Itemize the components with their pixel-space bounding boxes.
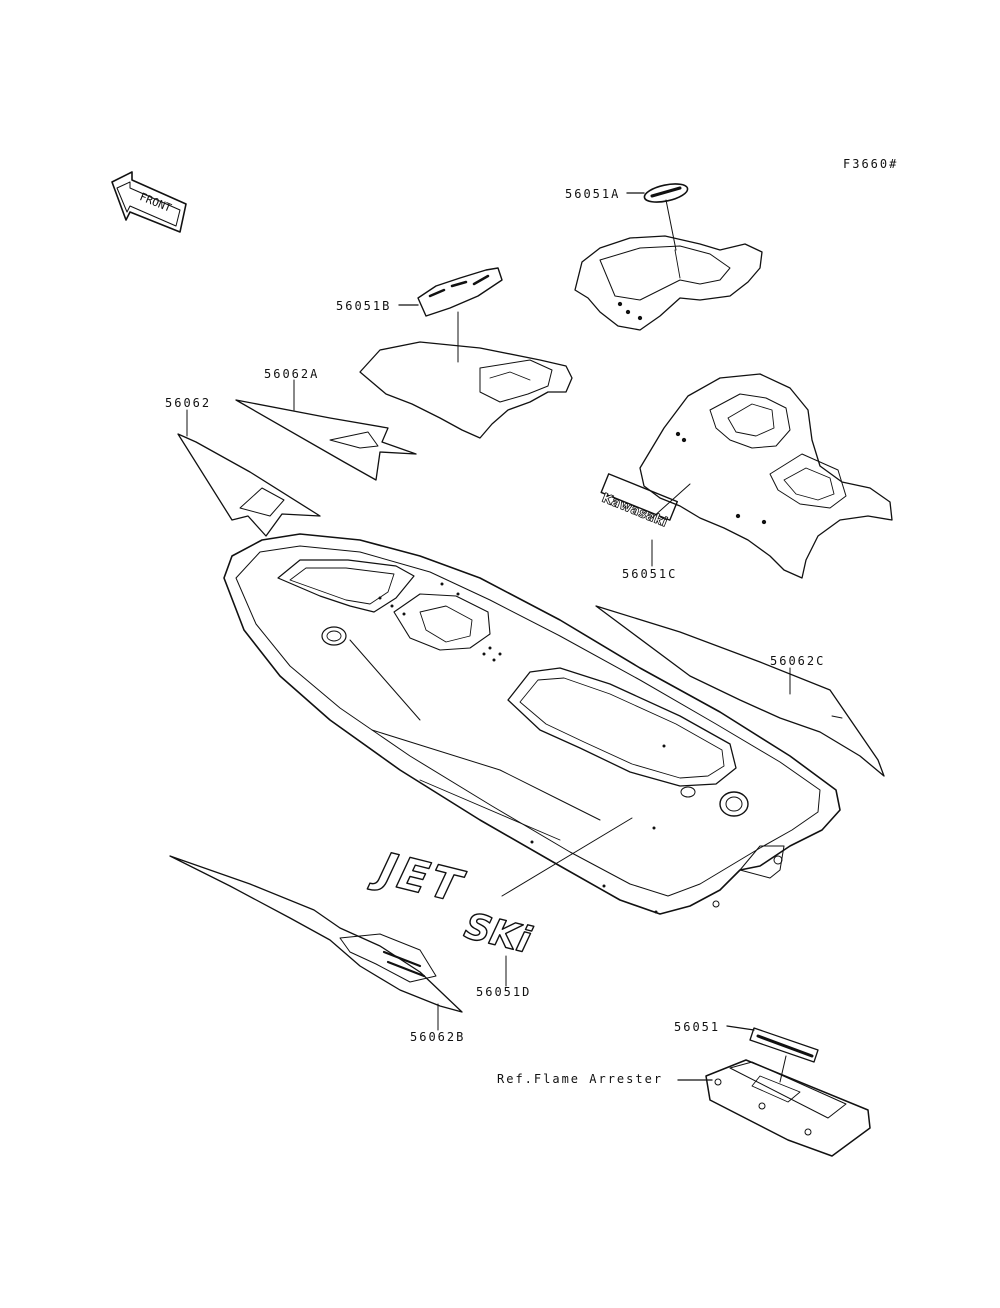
decal-56051A <box>626 183 689 251</box>
hood-cover-part <box>359 341 573 439</box>
part-label-56062: 56062 <box>165 396 212 410</box>
part-label-56062B: 56062B <box>410 1030 466 1044</box>
seat-part <box>574 235 763 331</box>
part-label-56062A: 56062A <box>264 367 320 381</box>
part-label-56051A: 56051A <box>565 187 621 201</box>
decal-56051B <box>398 267 503 363</box>
jetski-jet-text: JET <box>366 841 469 913</box>
figure-code: F3660# <box>843 157 899 171</box>
front-marker-text: FRONT <box>138 190 174 215</box>
decal-56062C <box>595 605 885 777</box>
hull-part <box>223 533 841 915</box>
part-label-56051B: 56051B <box>336 299 392 313</box>
decal-56051C-kawasaki: Kawasaki <box>599 473 691 567</box>
decal-56062 <box>177 409 321 537</box>
deck-cover-part <box>639 373 893 579</box>
jetski-ski-text: SKi <box>460 906 535 962</box>
decal-56062A <box>235 379 417 481</box>
part-label-56051C: 56051C <box>622 567 678 581</box>
decal-56062B <box>169 855 463 1031</box>
front-arrow-icon: FRONT <box>111 171 187 233</box>
flame-arrester-part <box>677 1025 871 1157</box>
part-label-56051: 56051 <box>674 1020 721 1034</box>
part-label-56051D: 56051D <box>476 985 532 999</box>
ref-flame-arrester-label: Ref.Flame Arrester <box>497 1072 664 1086</box>
part-label-56062C: 56062C <box>770 654 826 668</box>
